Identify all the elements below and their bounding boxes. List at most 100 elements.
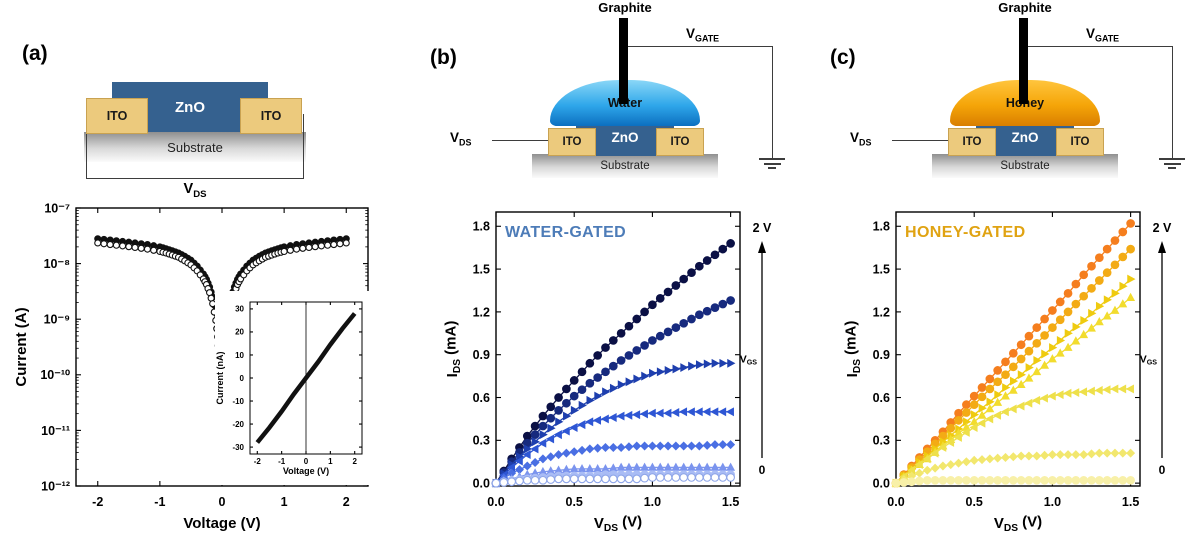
svg-text:0: 0 (304, 457, 309, 466)
svg-text:10⁻⁹: 10⁻⁹ (44, 313, 71, 327)
vgate-sub: GATE (1095, 33, 1120, 44)
ground-symbol (1159, 158, 1185, 172)
svg-text:10⁻⁸: 10⁻⁸ (44, 257, 71, 271)
svg-text:2 V: 2 V (753, 221, 772, 235)
svg-text:VDS (V): VDS (V) (594, 514, 642, 534)
svg-text:0.9: 0.9 (873, 348, 890, 362)
vds-wire-loop (86, 114, 304, 179)
panel-a-label: (a) (22, 42, 48, 65)
ito-contact-left: ITO (548, 128, 596, 156)
svg-text:-30: -30 (232, 443, 244, 452)
vds-label: VDS (150, 181, 240, 200)
svg-text:-10: -10 (232, 397, 244, 406)
svg-text:1.0: 1.0 (1044, 495, 1061, 509)
svg-text:2: 2 (352, 457, 357, 466)
svg-text:-2: -2 (92, 495, 103, 509)
svg-text:30: 30 (235, 305, 244, 314)
svg-text:Voltage (V): Voltage (V) (183, 515, 260, 532)
svg-text:1.5: 1.5 (873, 262, 890, 276)
gate-wire-horizontal (1028, 46, 1172, 47)
svg-text:WATER-GATED: WATER-GATED (505, 224, 626, 241)
svg-text:0.6: 0.6 (873, 391, 890, 405)
svg-text:1.8: 1.8 (873, 220, 890, 234)
vds-sub: DS (193, 188, 207, 200)
svg-text:1.0: 1.0 (644, 495, 661, 509)
svg-text:0: 0 (759, 463, 766, 477)
ito-contact-right: ITO (656, 128, 704, 156)
gate-wire-vertical (1172, 46, 1173, 158)
substrate-layer: Substrate (932, 154, 1118, 178)
svg-text:1.2: 1.2 (873, 305, 890, 319)
ito-contact-left: ITO (86, 98, 148, 134)
svg-text:0: 0 (219, 495, 226, 509)
svg-text:0: 0 (1159, 463, 1166, 477)
panel-c-label: (c) (830, 46, 856, 69)
vgate-main: V (686, 26, 696, 41)
svg-text:-1: -1 (154, 495, 165, 509)
gate-wire-vertical (772, 46, 773, 158)
graphite-label: Graphite (998, 0, 1052, 15)
svg-text:0.3: 0.3 (873, 434, 890, 448)
svg-text:1.8: 1.8 (473, 220, 490, 234)
device-schematic-b: Graphite VGATE Water ZnO ITO ITO Substra… (400, 0, 800, 542)
svg-text:10⁻¹⁰: 10⁻¹⁰ (40, 368, 71, 382)
svg-text:1: 1 (328, 457, 333, 466)
panel-b-label: (b) (430, 46, 457, 69)
svg-text:20: 20 (235, 328, 244, 337)
svg-text:HONEY-GATED: HONEY-GATED (905, 224, 1026, 241)
svg-text:0.6: 0.6 (473, 391, 490, 405)
vds-main: V (183, 181, 194, 197)
svg-text:1: 1 (281, 495, 288, 509)
vgate-label: VGATE (686, 26, 719, 44)
svg-text:VDS (V): VDS (V) (994, 514, 1042, 534)
svg-text:IDS (mA): IDS (mA) (843, 321, 863, 378)
svg-text:IDS (mA): IDS (mA) (443, 321, 463, 378)
svg-text:0: 0 (240, 374, 245, 383)
vgate-sub: GATE (695, 33, 720, 44)
svg-text:1.2: 1.2 (473, 305, 490, 319)
graphite-rod (1019, 18, 1028, 104)
svg-text:1.5: 1.5 (1122, 495, 1139, 509)
vds-sub: DS (859, 137, 872, 148)
vgate-main: V (1086, 26, 1096, 41)
svg-text:10⁻¹¹: 10⁻¹¹ (41, 424, 70, 438)
panel-c: (c) Graphite VGATE Honey ZnO ITO ITO Sub… (800, 0, 1200, 542)
panel-b: (b) Graphite VGATE Water ZnO ITO ITO Sub… (400, 0, 800, 542)
device-schematic-a: ZnO ITO ITO Substrate VDS (0, 0, 400, 542)
device-schematic-c: Graphite VGATE Honey ZnO ITO ITO Substra… (800, 0, 1200, 542)
svg-text:0.5: 0.5 (566, 495, 583, 509)
svg-text:2: 2 (343, 495, 350, 509)
vds-wire (492, 140, 548, 141)
svg-text:10: 10 (235, 351, 244, 360)
vgate-label: VGATE (1086, 26, 1119, 44)
svg-text:2 V: 2 V (1153, 221, 1172, 235)
svg-text:VGS: VGS (1140, 354, 1158, 367)
svg-text:1.5: 1.5 (473, 262, 490, 276)
substrate-layer: Substrate (84, 132, 306, 162)
svg-text:Current (nA): Current (nA) (215, 352, 225, 405)
svg-text:0.0: 0.0 (473, 477, 490, 491)
ito-contact-right: ITO (1056, 128, 1104, 156)
svg-text:-2: -2 (254, 457, 262, 466)
svg-text:10⁻⁷: 10⁻⁷ (44, 201, 70, 215)
svg-text:Current (A): Current (A) (13, 307, 30, 386)
svg-text:0.0: 0.0 (887, 495, 904, 509)
ground-symbol (759, 158, 785, 172)
vds-wire (892, 140, 948, 141)
gate-wire-horizontal (628, 46, 772, 47)
svg-text:0.5: 0.5 (966, 495, 983, 509)
ito-contact-right: ITO (240, 98, 302, 134)
svg-text:-20: -20 (232, 420, 244, 429)
svg-text:10⁻¹²: 10⁻¹² (41, 479, 70, 493)
svg-text:0.9: 0.9 (473, 348, 490, 362)
vds-label: VDS (450, 130, 471, 148)
graphite-rod (619, 18, 628, 104)
graphite-label: Graphite (598, 0, 652, 15)
svg-text:VGS: VGS (740, 354, 758, 367)
svg-text:Voltage (V): Voltage (V) (283, 466, 329, 476)
ito-contact-left: ITO (948, 128, 996, 156)
